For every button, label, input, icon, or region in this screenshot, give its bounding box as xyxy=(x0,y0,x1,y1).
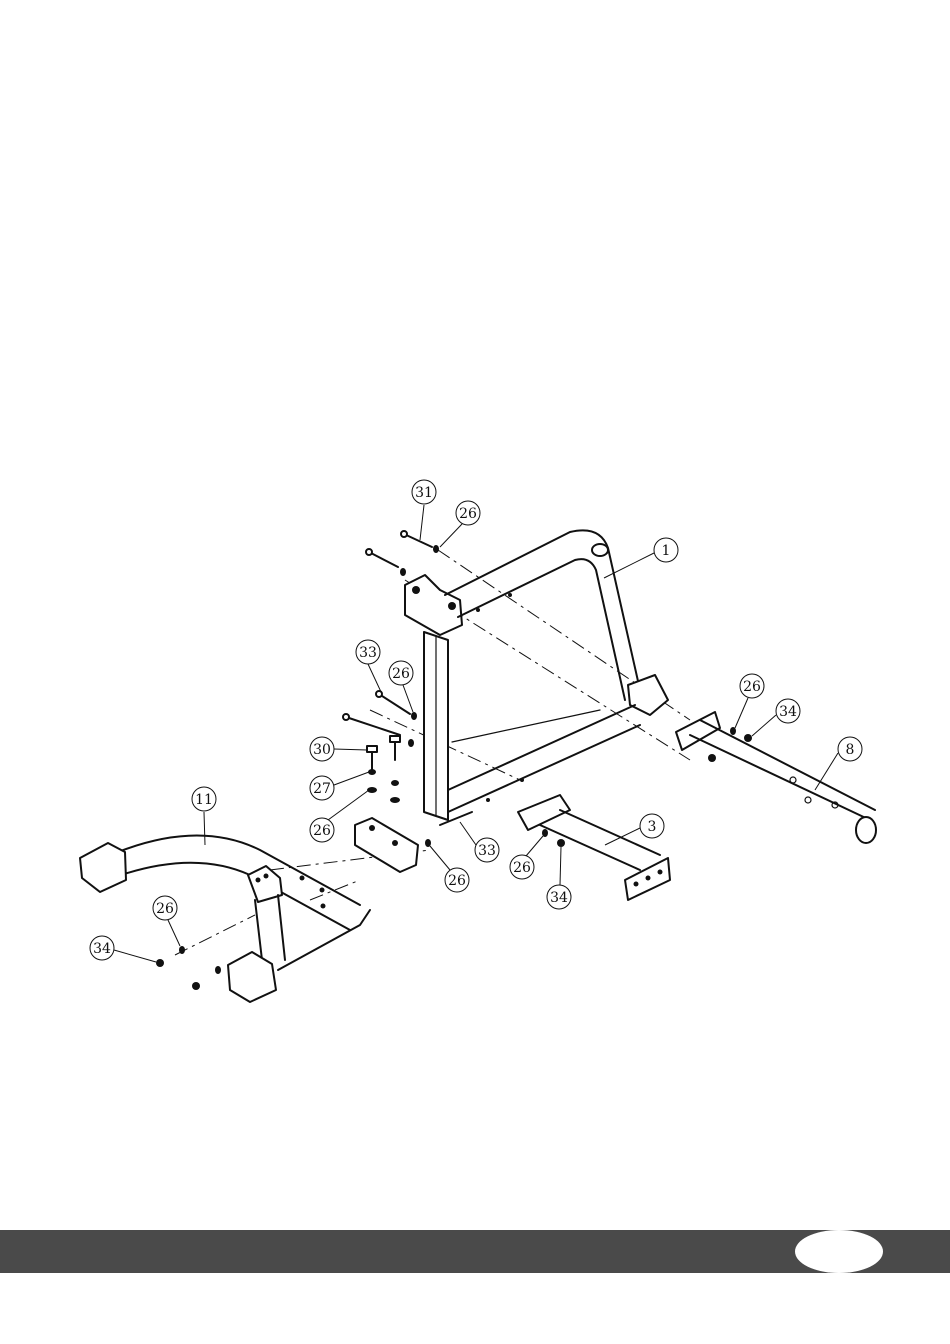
part-11-base-frame xyxy=(80,835,370,1002)
callout-33b-label: 33 xyxy=(478,843,496,859)
callout-34b: 34 xyxy=(547,847,571,909)
callout-31: 31 xyxy=(412,480,436,540)
callout-26e: 26 xyxy=(735,674,764,728)
callout-30-label: 30 xyxy=(313,742,331,758)
callout-31-label: 31 xyxy=(415,485,433,501)
callout-33b: 33 xyxy=(460,822,499,862)
callout-33a: 33 xyxy=(356,640,382,694)
callout-34a: 34 xyxy=(752,699,800,736)
callout-34c-label: 34 xyxy=(93,941,111,957)
callout-3-label: 3 xyxy=(648,819,657,835)
callout-26b: 26 xyxy=(389,661,413,712)
page-number-badge xyxy=(795,1230,883,1273)
part-8-tube xyxy=(676,712,876,843)
callout-1-label: 1 xyxy=(662,543,671,559)
callout-26a: 26 xyxy=(440,501,480,547)
callout-26b-label: 26 xyxy=(392,666,410,682)
callout-26c-label: 26 xyxy=(313,823,331,839)
callout-27-label: 27 xyxy=(313,781,331,797)
callout-26f: 26 xyxy=(510,836,543,879)
callout-30: 30 xyxy=(310,737,367,761)
callout-26a-label: 26 xyxy=(459,506,477,522)
callout-34c: 34 xyxy=(90,936,156,962)
callout-26e-label: 26 xyxy=(743,679,761,695)
callout-33a-label: 33 xyxy=(359,645,377,661)
callout-3: 3 xyxy=(605,814,664,845)
callout-34b-label: 34 xyxy=(550,890,568,906)
callout-8-label: 8 xyxy=(846,742,855,758)
callout-26g-label: 26 xyxy=(156,901,174,917)
callout-1: 1 xyxy=(604,538,678,578)
callouts: 31 26 1 33 26 30 xyxy=(90,480,862,962)
callout-26d-label: 26 xyxy=(448,873,466,889)
callout-34a-label: 34 xyxy=(779,704,797,720)
part-3-bracket xyxy=(518,795,670,900)
callout-26f-label: 26 xyxy=(513,860,531,876)
part-1-main-frame xyxy=(355,530,668,872)
callout-26d: 26 xyxy=(430,846,469,892)
callout-26g: 26 xyxy=(153,896,180,946)
callout-11-label: 11 xyxy=(195,792,213,808)
callout-27: 27 xyxy=(310,772,369,800)
